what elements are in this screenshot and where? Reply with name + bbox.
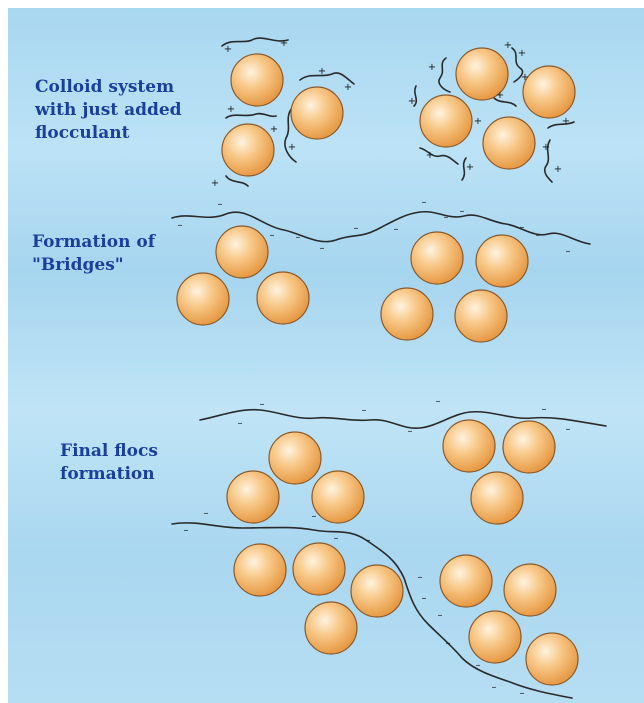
- negative-charge-sign: –: [296, 232, 301, 243]
- colloid-particle: [231, 54, 283, 106]
- colloid-particle: [411, 232, 463, 284]
- polymer-chain: [439, 58, 450, 92]
- positive-charge-sign: +: [211, 178, 219, 189]
- colloid-particle: [227, 471, 279, 523]
- positive-charge-sign: +: [224, 44, 232, 55]
- negative-charge-sign: –: [438, 610, 443, 621]
- colloid-particle: [523, 66, 575, 118]
- colloid-particle: [526, 633, 578, 685]
- colloid-particle: [504, 564, 556, 616]
- colloid-particle: [351, 565, 403, 617]
- negative-charge-sign: –: [178, 220, 183, 231]
- colloid-particle: [257, 272, 309, 324]
- negative-charge-sign: –: [238, 418, 243, 429]
- colloid-particle: [177, 273, 229, 325]
- colloid-particle: [471, 472, 523, 524]
- positive-charge-sign: +: [518, 48, 526, 59]
- colloid-particle: [234, 544, 286, 596]
- positive-charge-sign: +: [542, 142, 550, 153]
- negative-charge-sign: –: [394, 224, 399, 235]
- positive-charge-sign: +: [280, 38, 288, 49]
- negative-charge-sign: –: [270, 230, 275, 241]
- positive-charge-sign: +: [270, 124, 278, 135]
- positive-charge-sign: +: [426, 150, 434, 161]
- positive-charge-sign: +: [227, 104, 235, 115]
- negative-charge-sign: –: [362, 405, 367, 416]
- negative-charge-sign: –: [492, 682, 497, 693]
- colloid-particle: [291, 87, 343, 139]
- positive-charge-sign: +: [496, 90, 504, 101]
- positive-charge-sign: +: [466, 162, 474, 173]
- negative-charge-sign: –: [542, 404, 547, 415]
- negative-charge-sign: –: [184, 525, 189, 536]
- colloid-particle: [440, 555, 492, 607]
- positive-charge-sign: +: [318, 66, 326, 77]
- positive-charge-sign: +: [408, 96, 416, 107]
- colloid-particle: [312, 471, 364, 523]
- colloid-particle: [381, 288, 433, 340]
- positive-charge-sign: +: [288, 142, 296, 153]
- negative-charge-sign: –: [566, 424, 571, 435]
- negative-charge-sign: –: [446, 638, 451, 649]
- negative-charge-sign: –: [476, 660, 481, 671]
- colloid-particle: [216, 226, 268, 278]
- colloid-particle: [420, 95, 472, 147]
- negative-charge-sign: –: [520, 688, 525, 699]
- colloid-particle: [293, 543, 345, 595]
- negative-charge-sign: –: [422, 593, 427, 604]
- negative-charge-sign: –: [566, 246, 571, 257]
- negative-charge-sign: –: [320, 243, 325, 254]
- negative-charge-sign: –: [218, 199, 223, 210]
- colloid-particle: [222, 124, 274, 176]
- positive-charge-sign: +: [474, 116, 482, 127]
- positive-charge-sign: +: [344, 82, 352, 93]
- negative-charge-sign: –: [260, 399, 265, 410]
- positive-charge-sign: +: [554, 164, 562, 175]
- negative-charge-sign: –: [408, 426, 413, 437]
- negative-charge-sign: –: [436, 396, 441, 407]
- negative-charge-sign: –: [312, 511, 317, 522]
- colloid-particle: [469, 611, 521, 663]
- colloid-particle: [503, 421, 555, 473]
- colloid-particle: [269, 432, 321, 484]
- colloid-particle: [443, 420, 495, 472]
- negative-charge-sign: –: [354, 223, 359, 234]
- negative-charge-sign: –: [444, 212, 449, 223]
- positive-charge-sign: +: [428, 62, 436, 73]
- negative-charge-sign: –: [334, 533, 339, 544]
- positive-charge-sign: +: [521, 72, 529, 83]
- negative-charge-sign: –: [536, 230, 541, 241]
- colloid-particle: [305, 602, 357, 654]
- negative-charge-sign: –: [204, 508, 209, 519]
- negative-charge-sign: –: [460, 206, 465, 217]
- positive-charge-sign: +: [504, 40, 512, 51]
- negative-charge-sign: –: [418, 572, 423, 583]
- colloid-particle: [455, 290, 507, 342]
- negative-charge-sign: –: [366, 535, 371, 546]
- colloid-particle: [476, 235, 528, 287]
- colloid-particle: [483, 117, 535, 169]
- negative-charge-sign: –: [520, 222, 525, 233]
- negative-charge-sign: –: [422, 197, 427, 208]
- polymer-chain: [226, 176, 248, 186]
- positive-charge-sign: +: [562, 116, 570, 127]
